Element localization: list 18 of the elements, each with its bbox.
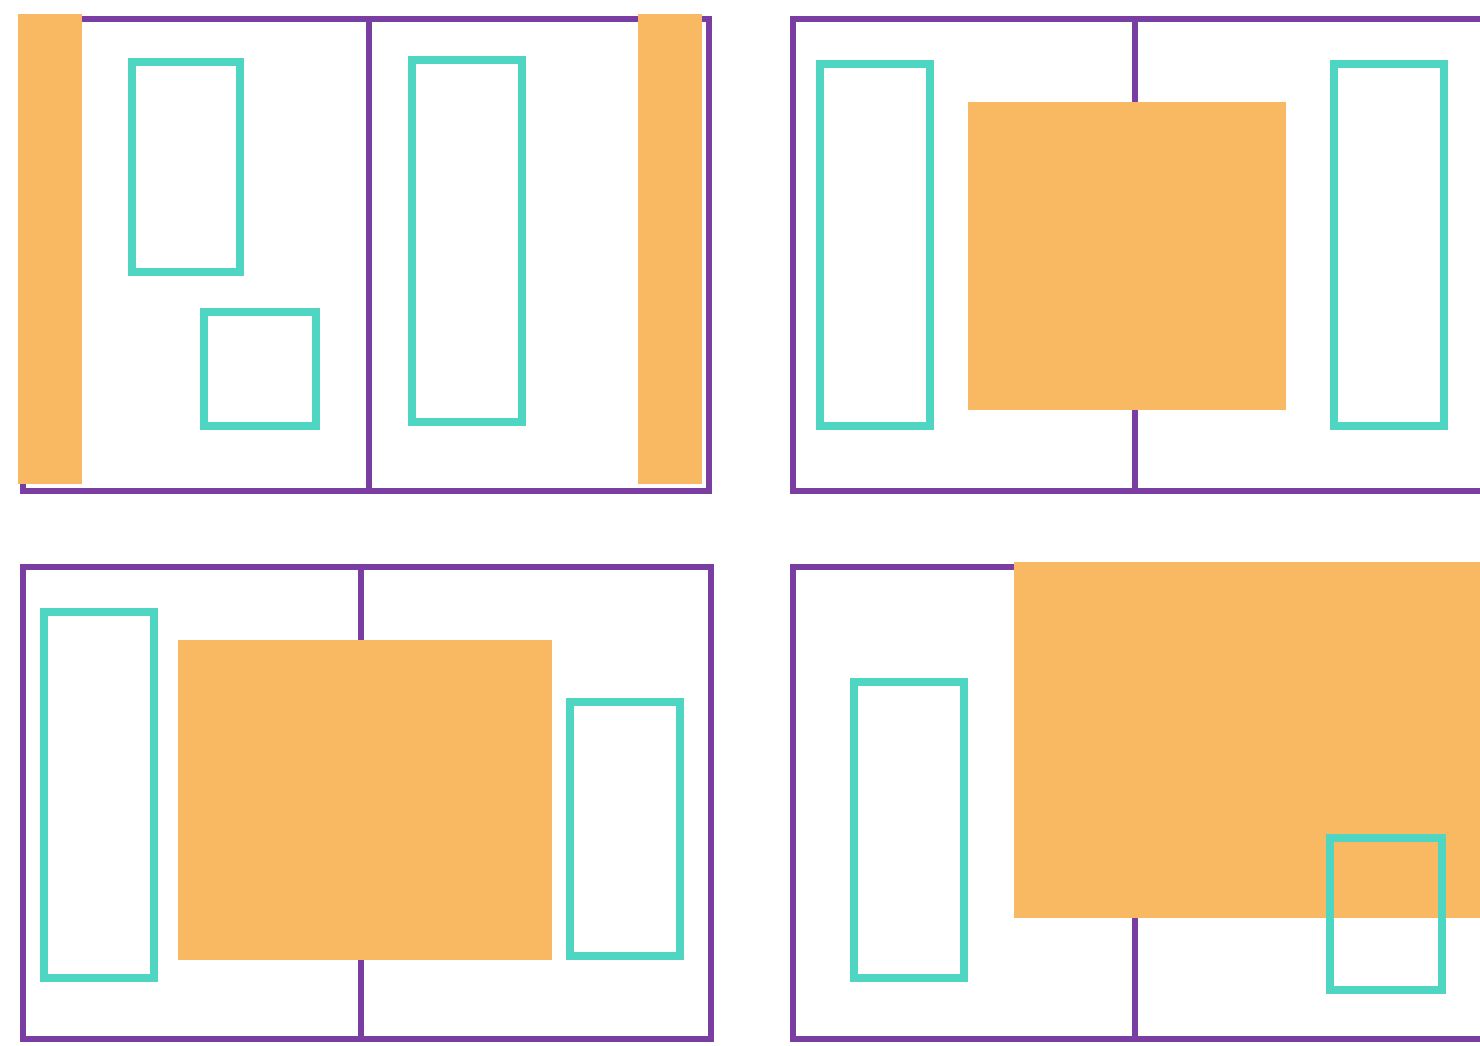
filled-rectangle	[968, 102, 1286, 410]
outlined-rectangle	[200, 308, 320, 430]
outlined-rectangle	[408, 56, 526, 426]
outlined-rectangle	[40, 608, 158, 982]
panel-frame	[790, 564, 1480, 1042]
filled-rectangle	[1014, 562, 1480, 918]
outlined-rectangle	[1326, 834, 1446, 994]
outlined-rectangle	[566, 698, 684, 960]
filled-rectangle	[178, 640, 552, 960]
outlined-rectangle	[850, 678, 968, 982]
outlined-rectangle	[816, 60, 934, 430]
filled-rectangle	[638, 14, 702, 484]
panel-frame	[20, 16, 712, 494]
filled-rectangle	[18, 14, 82, 484]
outlined-rectangle	[1330, 60, 1448, 430]
panel-frame	[20, 564, 714, 1042]
outlined-rectangle	[128, 58, 244, 276]
panel-frame	[790, 16, 1480, 494]
